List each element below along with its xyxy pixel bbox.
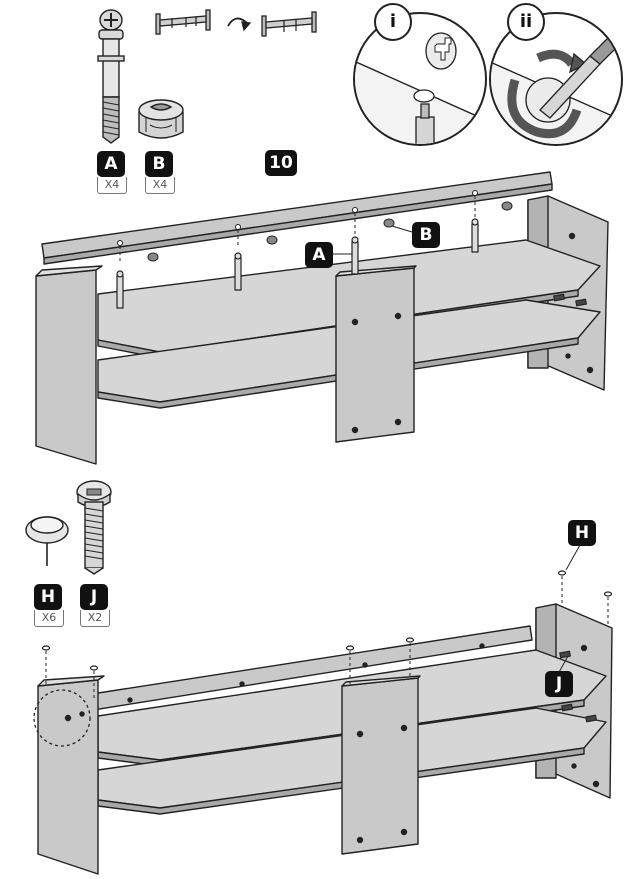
part-b-badge: B (145, 151, 173, 177)
cam-lock-icon (138, 99, 184, 139)
detail-i-label: i (374, 3, 412, 41)
detail-view-ii (489, 12, 623, 146)
shelf-pin-icon (25, 516, 69, 566)
part-j-callout: J (545, 671, 573, 697)
top-assembly (35, 171, 609, 465)
part-h-badge: H (34, 584, 62, 610)
step-number-badge: 10 (265, 150, 297, 176)
detail-ii-label: ii (507, 3, 545, 41)
bracket-sequence-icon (155, 9, 317, 37)
part-h-quantity: X6 (34, 610, 64, 627)
part-b-quantity: X4 (145, 177, 175, 194)
bottom-assembly (33, 544, 613, 875)
part-h-callout: H (568, 520, 596, 546)
part-b-callout: B (412, 222, 440, 248)
part-a-badge: A (97, 151, 125, 177)
part-j-badge: J (80, 584, 108, 610)
part-a-callout: A (305, 242, 333, 268)
part-a-quantity: X4 (97, 177, 127, 194)
cam-bolt-icon (97, 9, 125, 144)
detail-view-i (353, 12, 487, 146)
bolt-icon (76, 480, 112, 575)
part-j-quantity: X2 (80, 610, 110, 627)
